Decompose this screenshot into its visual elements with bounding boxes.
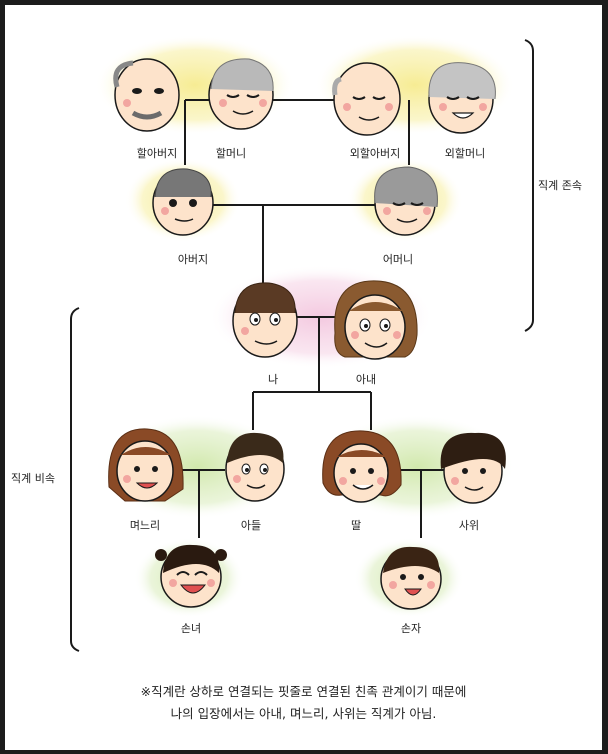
label-maternal-grandmother: 외할머니 [444, 147, 486, 160]
father-face [152, 168, 214, 236]
label-grandmother: 할머니 [215, 147, 247, 160]
daughter-in-law-face [108, 428, 184, 502]
mother-face [374, 166, 438, 236]
maternal-grandmother-face [428, 62, 496, 134]
ancestor-bracket [524, 39, 534, 332]
family-tree-diagram: 할아버지 할머니 외할아버지 외할머니 아버지 어머니 나 아내 며느리 아들 … [5, 5, 602, 750]
daughter-face [322, 430, 402, 503]
label-direct-ascendants: 직계 존속 [538, 179, 582, 192]
footnote: ※직계란 상하로 연결되는 핏줄로 연결된 친족 관계이기 때문에 나의 입장에… [5, 681, 602, 725]
label-son: 아들 [240, 519, 262, 532]
label-son-in-law: 사위 [458, 519, 480, 532]
tree-graphic [70, 35, 534, 652]
maternal-grandfather-face [332, 62, 401, 136]
label-daughter-in-law: 며느리 [129, 519, 161, 532]
label-maternal-grandfather: 외할아버지 [349, 147, 401, 160]
label-granddaughter: 손녀 [180, 622, 202, 635]
label-grandson: 손자 [400, 622, 422, 635]
grandson-face [380, 546, 442, 610]
grandmother-face [208, 58, 274, 130]
granddaughter-face [155, 544, 227, 608]
son-face [225, 432, 285, 502]
label-wife: 아내 [355, 373, 377, 386]
son-in-law-face [440, 432, 506, 504]
wife-face [334, 280, 418, 360]
label-mother: 어머니 [382, 253, 414, 266]
label-me: 나 [267, 373, 279, 386]
label-daughter: 딸 [350, 519, 362, 532]
me-face [232, 282, 298, 358]
footnote-line-2: 나의 입장에서는 아내, 며느리, 사위는 직계가 아님. [170, 706, 437, 721]
footnote-line-1: ※직계란 상하로 연결되는 핏줄로 연결된 친족 관계이기 때문에 [140, 684, 467, 699]
descendant-bracket [70, 307, 80, 652]
label-grandfather: 할아버지 [136, 147, 178, 160]
label-father: 아버지 [177, 253, 209, 266]
grandfather-face [113, 58, 180, 132]
label-direct-descendants: 직계 비속 [11, 472, 55, 485]
